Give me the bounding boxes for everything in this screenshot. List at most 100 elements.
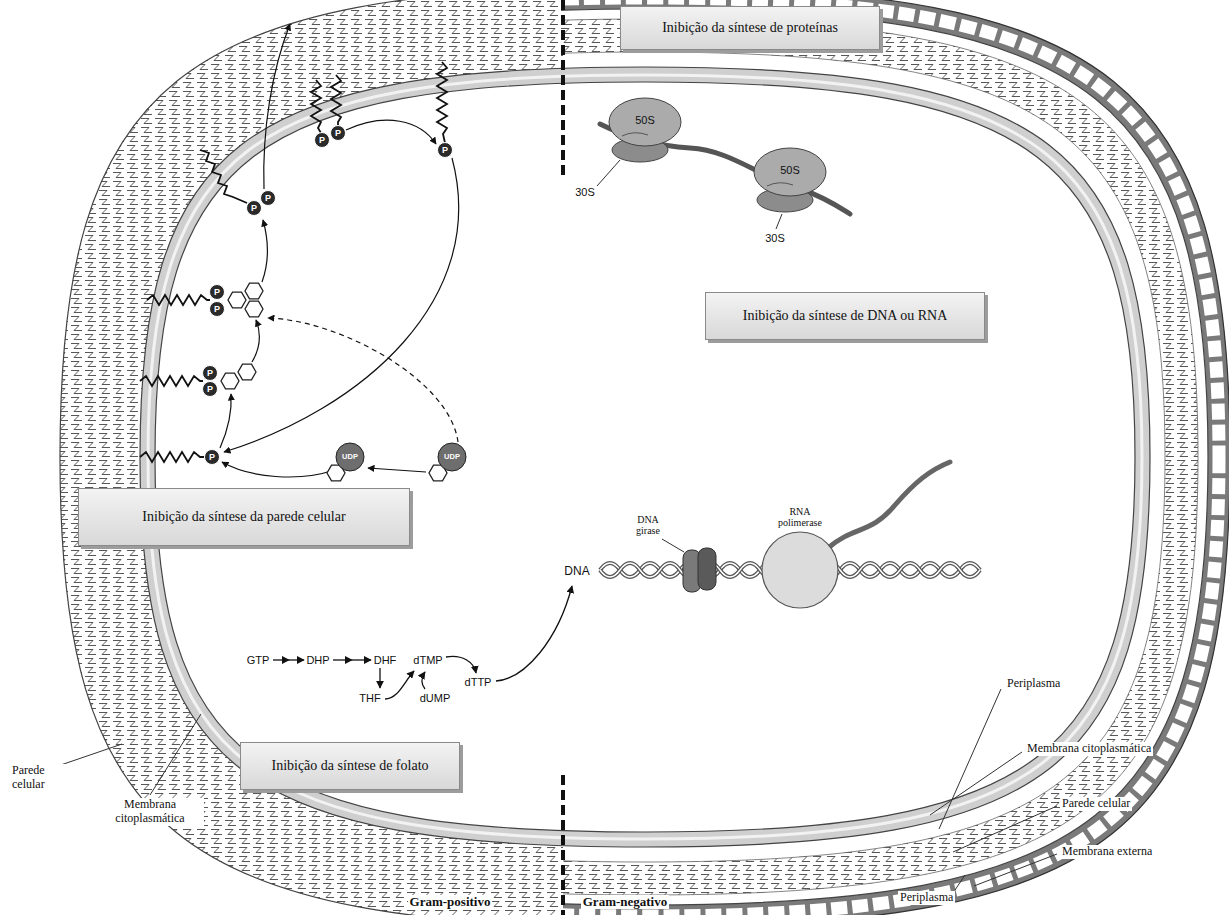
pathway-arrow: [496, 586, 572, 681]
synthesis-arrow: [346, 120, 436, 144]
pathway-arrow: [333, 659, 352, 660]
rna-polymerase-symbol: [762, 462, 950, 608]
phosphate-circle: [315, 133, 330, 148]
phosphate-circle: [203, 126, 453, 465]
synthesis-arrow: [220, 394, 231, 448]
inhibition-box: Inibição da síntese da parede celular: [78, 488, 410, 546]
cytoplasmic-membrane: [148, 75, 1142, 839]
synthesis-arrow: [262, 220, 267, 282]
box-label: Inibição da síntese de folato: [271, 758, 428, 775]
box-label: Inibição da síntese de DNA ou RNA: [743, 308, 948, 325]
layer-label: Membrana citoplasmática: [1025, 742, 1153, 756]
leader-line: [939, 689, 1001, 829]
sugar-hexagon: [221, 373, 239, 389]
phosphate-circle: [438, 143, 453, 158]
metabolite-label: dTTP: [465, 676, 492, 689]
divider-line: [561, 0, 565, 915]
metabolite-label: DHP: [306, 654, 329, 667]
subunit-label: 50S: [635, 114, 655, 127]
leader-line: [955, 875, 965, 890]
gram-negative-envelope: [563, 52, 1165, 862]
pathway-arrow: [422, 672, 425, 689]
ribosome-symbol: [609, 98, 681, 146]
pathway-arrow: [385, 671, 414, 699]
enzyme-label: DNA girase: [626, 514, 670, 537]
phosphate-label: P: [251, 204, 257, 213]
gram-negative-envelope: [563, 19, 1198, 895]
layer-label: Parede celular: [1060, 797, 1132, 811]
leader-line: [930, 752, 1022, 815]
phosphate-label: P: [214, 288, 220, 297]
phosphate-circle: [203, 382, 218, 397]
udp-label: UDP: [444, 453, 460, 461]
gram-negative-envelope: [563, 9, 1208, 905]
gram-label: Gram-negativo: [581, 895, 669, 910]
phosphate-circle: [203, 366, 218, 381]
sugar-hexagon: [228, 292, 246, 308]
lipid-carrier: [140, 452, 204, 462]
gram-negative-envelope: [563, 0, 1229, 915]
ribosome-symbol: [767, 183, 793, 186]
ribosome-symbol: [754, 148, 826, 196]
gram-negative-envelope: [563, 0, 1229, 915]
phosphate-label: P: [442, 146, 448, 155]
dna-gyrase-symbol: [683, 548, 716, 592]
gram-label: Gram-positivo: [408, 895, 493, 910]
metabolite-label: THF: [359, 692, 380, 705]
sugar-hexagon: [238, 364, 256, 380]
ribosome-symbol: [600, 98, 850, 214]
synthesis-arrow: [264, 24, 290, 189]
pathway-arrow: [289, 659, 304, 660]
phosphate-label: P: [207, 385, 213, 394]
phosphate-label: P: [207, 369, 213, 378]
metabolite-label: dUMP: [420, 692, 451, 705]
metabolite-label: GTP: [247, 654, 270, 667]
layer-label: Membrana citoplasmática: [96, 798, 204, 826]
box-label: Inibição da síntese da parede celular: [142, 509, 345, 526]
ribosome-symbol: [622, 133, 648, 136]
lipid-carrier: [140, 376, 203, 386]
phosphate-label: P: [265, 194, 271, 203]
udp-circle: [336, 443, 466, 471]
udp-label: UDP: [342, 453, 358, 461]
rna-polymerase-symbol: [828, 462, 950, 548]
inhibition-box: Inibição da síntese de DNA ou RNA: [705, 292, 985, 340]
leader-line: [150, 714, 201, 795]
phosphate-label: P: [209, 453, 215, 462]
metabolite-label: dTMP: [413, 654, 442, 667]
gram-positive-wall: [60, 0, 563, 915]
phosphate-circle: [210, 302, 225, 317]
dna-gyrase-symbol: [698, 548, 716, 590]
divider-line: [561, 775, 565, 915]
synthesis-arrow: [252, 320, 259, 362]
subunit-label: 30S: [575, 186, 595, 199]
pathway-arrow: [352, 659, 371, 660]
lipid-carrier: [147, 295, 210, 305]
pathway-arrow: [273, 659, 289, 660]
metabolite-label: DHF: [374, 654, 397, 667]
pathway-arrow: [273, 586, 572, 699]
udp-circle: [336, 443, 364, 471]
gram-positive-wall: [60, 0, 563, 915]
layer-label: Parede celular: [10, 764, 66, 792]
subunit-label: 30S: [765, 232, 785, 245]
phosphate-label: P: [319, 136, 325, 145]
phosphate-circle: [210, 285, 225, 300]
leader-line: [597, 160, 620, 186]
phosphate-label: P: [335, 129, 341, 138]
layer-label: Periplasma: [898, 891, 955, 905]
cytoplasmic-membrane: [140, 67, 1150, 847]
cytoplasmic-membrane: [140, 67, 1150, 847]
sugar-hexagon: [245, 283, 263, 299]
synthesis-arrow: [224, 158, 459, 452]
leader-line: [953, 806, 1057, 852]
phosphate-circle: [247, 201, 262, 216]
box-label: Inibição da síntese de proteínas: [662, 20, 838, 37]
lipid-carrier: [311, 80, 321, 133]
layer-label: Periplasma: [1005, 677, 1062, 691]
lipid-carrier: [331, 75, 341, 126]
pathway-arrow: [379, 668, 380, 688]
leader-line: [662, 539, 684, 552]
